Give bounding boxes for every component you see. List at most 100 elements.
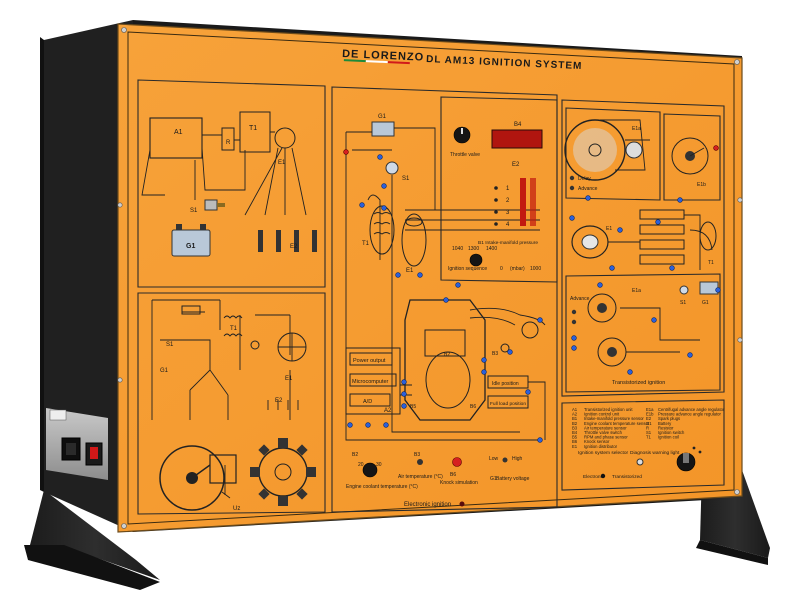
legend-left-row-code: E1: [572, 444, 578, 449]
svg-text:E1a: E1a: [632, 288, 641, 294]
test-jack-blue[interactable]: [381, 183, 387, 189]
electronic-ignition-caption: Electronic ignition: [404, 502, 451, 508]
test-jack-blue[interactable]: [609, 265, 615, 271]
test-jack-blue[interactable]: [507, 349, 513, 355]
svg-text:0: 0: [500, 266, 503, 272]
test-jack-blue[interactable]: [627, 369, 633, 375]
svg-text:R: R: [226, 140, 231, 146]
svg-text:2: 2: [506, 198, 510, 204]
svg-text:30: 30: [376, 462, 382, 468]
coolant-temp-knob[interactable]: [362, 462, 378, 478]
frame-transistorized-top: [137, 79, 326, 288]
svg-text:Advance: Advance: [578, 186, 598, 192]
test-jack-blue[interactable]: [655, 219, 661, 225]
test-jack-blue[interactable]: [443, 297, 449, 303]
svg-text:Battery voltage: Battery voltage: [496, 476, 530, 482]
test-jack-blue[interactable]: [481, 369, 487, 375]
test-jack-blue[interactable]: [395, 272, 401, 278]
knock-simulation-button[interactable]: [452, 457, 462, 467]
svg-text:E1: E1: [278, 160, 286, 166]
legend-right-row-description: Ignition switch: [658, 430, 685, 435]
svg-text:A2: A2: [384, 408, 392, 414]
svg-text:Full load position: Full load position: [490, 401, 526, 407]
air-temp-selector[interactable]: [417, 459, 423, 465]
test-jack-blue[interactable]: [537, 317, 543, 323]
test-jack-blue[interactable]: [651, 317, 657, 323]
legend-left-row-description: Air temperature sensor: [584, 425, 627, 430]
test-jack-blue[interactable]: [537, 437, 543, 443]
svg-text:G1: G1: [186, 243, 195, 250]
test-jack-blue[interactable]: [677, 197, 683, 203]
test-jack-blue[interactable]: [571, 345, 577, 351]
advance-discs: Advance E1a: [570, 288, 700, 367]
test-jack-red[interactable]: [343, 149, 349, 155]
svg-text:T1: T1: [362, 241, 370, 247]
svg-text:1400: 1400: [486, 246, 497, 252]
test-jack-blue[interactable]: [715, 287, 721, 293]
microcomputer-box: [349, 373, 397, 387]
svg-text:1300: 1300: [468, 246, 479, 252]
frame-electronic: [331, 86, 558, 513]
svg-text:T1: T1: [230, 326, 238, 332]
test-jack-blue[interactable]: [455, 282, 461, 288]
test-jack-blue[interactable]: [401, 379, 407, 385]
ignition-system-selector-switch[interactable]: [600, 473, 606, 479]
svg-text:B3: B3: [414, 452, 420, 458]
svg-text:S1: S1: [680, 300, 686, 306]
distributor-diagrams-left: Uz: [159, 438, 316, 512]
throttle-valve-knob[interactable]: [453, 126, 471, 144]
test-jack-blue[interactable]: [401, 391, 407, 397]
legend-right-row-description: Ignition coil: [658, 435, 679, 440]
test-jack-blue[interactable]: [401, 403, 407, 409]
intake-pressure-knob[interactable]: [469, 253, 483, 267]
test-jack-blue[interactable]: [481, 357, 487, 363]
ignition-circuit-schematic: S1 G1 T1 E1 E2: [151, 299, 307, 420]
legend-left-row-code: A1: [572, 407, 578, 412]
test-jack-blue[interactable]: [383, 422, 389, 428]
test-jack-blue[interactable]: [365, 422, 371, 428]
test-jack-blue[interactable]: [417, 272, 423, 278]
test-jack-red[interactable]: [713, 145, 719, 151]
legend-left-row-description: Knock sensor: [584, 439, 610, 444]
test-jack-blue[interactable]: [687, 352, 693, 358]
electronic-ignition-schematic: G1 S1 T1 E1 B2 B3 B5 B6: [345, 114, 546, 441]
test-jack-blue[interactable]: [569, 215, 575, 221]
svg-text:G1: G1: [702, 300, 709, 306]
test-jack-blue[interactable]: [525, 389, 531, 395]
svg-text:Uz: Uz: [233, 506, 240, 512]
power-output-box: [349, 352, 393, 366]
left-stand: [30, 490, 160, 580]
ignition-sequence-terminals: 1 2 3 4: [494, 178, 536, 228]
test-jack-blue[interactable]: [585, 195, 591, 201]
battery-voltage-switch[interactable]: [502, 457, 508, 463]
svg-text:E1: E1: [285, 376, 293, 382]
svg-text:Throttle valve: Throttle valve: [450, 152, 480, 158]
svg-text:Knock simulation: Knock simulation: [440, 480, 478, 486]
svg-text:Advance: Advance: [570, 296, 590, 302]
svg-text:E1b: E1b: [697, 182, 706, 188]
test-jack-blue[interactable]: [347, 422, 353, 428]
test-jack-blue[interactable]: [377, 154, 383, 160]
legend-left-row-description: Throttle valve switch: [584, 430, 623, 435]
svg-text:Engine coolant temperature (°C: Engine coolant temperature (°C): [346, 484, 418, 490]
svg-text:B3: B3: [492, 351, 498, 357]
battery-illustration: G1: [171, 224, 211, 257]
test-jack-blue[interactable]: [669, 265, 675, 271]
svg-text:B5: B5: [410, 404, 416, 410]
legend-left-row-description: Transistorized ignition unit: [584, 407, 633, 412]
legend-left-row-code: B2: [572, 421, 578, 426]
test-jack-blue[interactable]: [359, 202, 365, 208]
svg-text:T1: T1: [249, 125, 257, 132]
frame-legend: [561, 399, 725, 491]
test-jack-blue[interactable]: [571, 335, 577, 341]
test-jack-blue[interactable]: [617, 227, 623, 233]
test-jack-blue[interactable]: [381, 205, 387, 211]
ad-converter-box: [349, 393, 391, 407]
test-jack-blue[interactable]: [597, 282, 603, 288]
legend-right-row-code: E1b: [646, 412, 654, 417]
legend-right-row-description: Pressure advance angle regulator: [658, 412, 721, 417]
svg-text:1: 1: [506, 186, 510, 192]
electronic-controls: B2 20 30 Engine coolant temperature (°C)…: [346, 452, 530, 508]
svg-text:S1: S1: [166, 342, 174, 348]
